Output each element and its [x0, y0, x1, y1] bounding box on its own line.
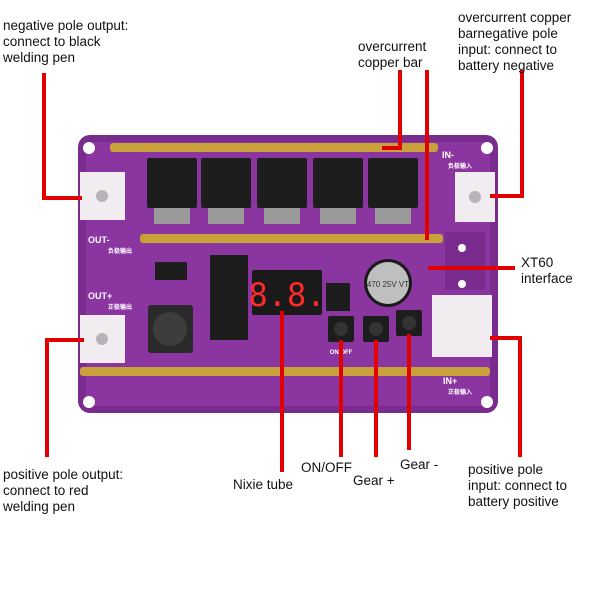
copper-bar-middle [140, 234, 443, 243]
label-pos-output: positive pole output: connect to red wel… [3, 467, 124, 514]
callout-pos-input [490, 336, 522, 457]
silk-in-minus: IN- [442, 150, 454, 160]
silk-in-minus-sub: 负极输入 [448, 162, 472, 170]
mosfet [368, 158, 418, 208]
silk-out-minus-sub: 负极输出 [108, 247, 132, 255]
chip-ic-2 [326, 283, 350, 311]
mosfet-row [147, 158, 418, 224]
label-onoff: ON/OFF [301, 460, 352, 475]
chip-small [155, 262, 187, 280]
mosfet [201, 158, 251, 208]
label-gear-minus: Gear - [400, 457, 439, 472]
mounting-hole [481, 396, 493, 408]
silk-in-plus: IN+ [443, 376, 457, 386]
label-overcurrent-bar: overcurrent copper bar [358, 39, 427, 70]
callout-pos-output [45, 338, 84, 457]
mounting-hole [481, 142, 493, 154]
label-neg-output: negative pole output: connect to black w… [3, 18, 129, 65]
mounting-hole [83, 142, 95, 154]
callout-overcurrent-bar-top [382, 70, 402, 150]
mosfet [313, 158, 363, 208]
mosfet [147, 158, 197, 208]
callout-neg-input [490, 70, 524, 198]
copper-bar-bottom [80, 367, 490, 376]
pad-hole [469, 191, 481, 203]
capacitor-label: 470 25V VT [367, 280, 409, 289]
callout-lines [42, 70, 524, 472]
copper-bar-top [110, 143, 438, 152]
silk-out-minus: OUT- [88, 235, 110, 245]
label-nixie: Nixie tube [233, 477, 294, 492]
capacitor-top [367, 262, 409, 304]
inductor-core [153, 312, 187, 346]
label-pos-input: positive pole input: connect to battery … [468, 462, 568, 509]
chip-ic [210, 255, 248, 340]
pad-hole [96, 333, 108, 345]
buttons [328, 310, 422, 342]
xt60-pads [445, 232, 485, 290]
label-xt60: XT60 interface [521, 255, 573, 286]
pad-in-plus [432, 295, 492, 357]
mosfet [257, 158, 307, 208]
silk-out-plus: OUT+ [88, 291, 112, 301]
label-gear-plus: Gear + [353, 473, 395, 488]
label-overcurrent-neg-input: overcurrent copper barnegative pole inpu… [458, 10, 572, 73]
silk-out-plus-sub: 正极输出 [108, 303, 132, 311]
callout-neg-output [42, 73, 82, 200]
mounting-hole [83, 396, 95, 408]
pad-hole [96, 190, 108, 202]
silk-in-plus-sub: 正极输入 [448, 388, 472, 396]
nixie-display [252, 270, 322, 315]
nixie-digits: 8.8. [248, 276, 325, 314]
